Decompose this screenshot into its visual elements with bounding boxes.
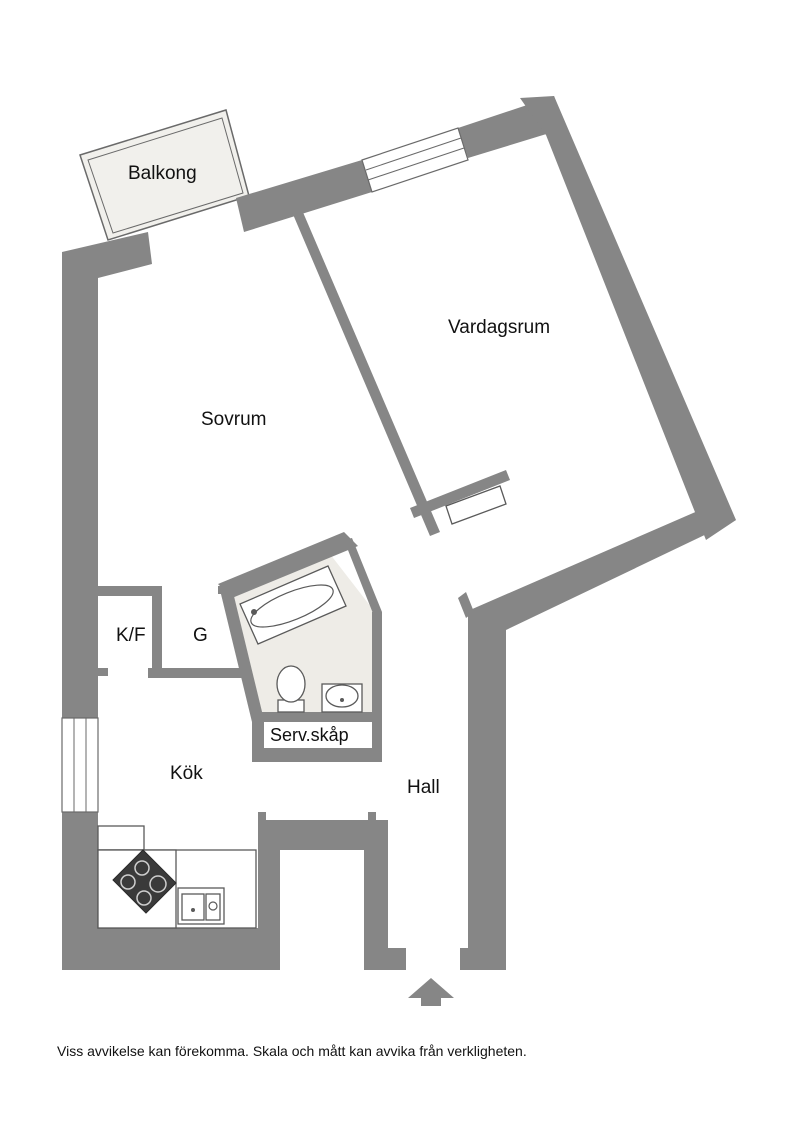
entrance-arrow-icon	[408, 978, 454, 1006]
kitchen-sink-icon	[177, 887, 225, 925]
room-label-servskap: Serv.skåp	[270, 725, 349, 745]
room-label-balkong: Balkong	[128, 163, 197, 184]
disclaimer-text: Viss avvikelse kan förekomma. Skala och …	[57, 1043, 527, 1059]
outer-walls	[62, 96, 736, 970]
interior-walls	[98, 210, 510, 762]
top-window	[361, 127, 469, 193]
room-label-hall: Hall	[407, 777, 440, 798]
radiator	[445, 485, 507, 525]
room-label-g: G	[193, 625, 208, 646]
stove-icon	[112, 849, 177, 914]
room-label-sovrum: Sovrum	[201, 409, 266, 430]
room-label-kf: K/F	[116, 625, 146, 646]
washbasin-icon	[321, 683, 363, 713]
toilet-icon	[276, 665, 306, 713]
room-label-vardagsrum: Vardagsrum	[448, 317, 550, 338]
left-window	[61, 717, 99, 813]
bathtub-icon	[239, 565, 347, 645]
room-label-kok: Kök	[170, 763, 203, 784]
